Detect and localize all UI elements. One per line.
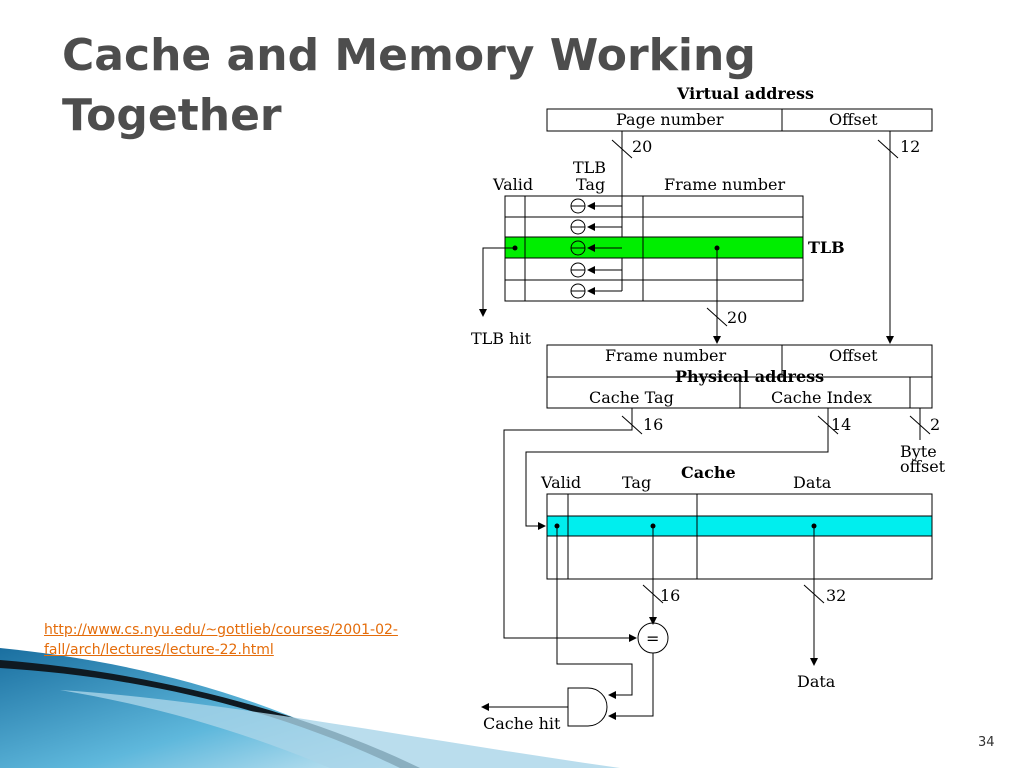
reference-link-line-2[interactable]: fall/arch/lectures/lecture-22.html (44, 642, 274, 658)
frame-bits-label: 20 (727, 308, 747, 327)
tlb-header-tlb: TLB (573, 158, 606, 177)
slide-number: 34 (978, 735, 995, 750)
cache-data-header: Data (793, 473, 832, 492)
title-line-2: Together (62, 90, 282, 141)
virtual-address-label: Virtual address (676, 84, 814, 103)
byte-bits-label: 2 (930, 415, 940, 434)
cache-tag-field: Cache Tag (589, 388, 674, 407)
tlb-header-frame: Frame number (664, 175, 786, 194)
offset-bits-label: 12 (900, 137, 920, 156)
reference-link-line-1[interactable]: http://www.cs.nyu.edu/~gottlieb/courses/… (44, 622, 398, 638)
cache-hit-label: Cache hit (483, 714, 561, 733)
compare-symbol: = (646, 629, 659, 648)
pa-frame-number: Frame number (605, 346, 727, 365)
tlb-header-valid: Valid (492, 175, 533, 194)
tlb-hit-row-highlight (505, 237, 803, 258)
tlb-header-tag: Tag (576, 175, 605, 194)
and-gate (567, 687, 608, 727)
cache-valid-header: Valid (540, 473, 581, 492)
cache-index-field: Cache Index (771, 388, 872, 407)
tlb-hit-label: TLB hit (471, 329, 532, 348)
page-bits-label: 20 (632, 137, 652, 156)
cache-tag-header: Tag (622, 473, 651, 492)
index-bits-label: 14 (831, 415, 851, 434)
data-out-label: Data (797, 672, 836, 691)
physical-address-label: Physical address (675, 367, 824, 386)
out-tag-bits-label: 16 (660, 586, 680, 605)
pa-offset: Offset (829, 346, 878, 365)
reference-link[interactable]: http://www.cs.nyu.edu/~gottlieb/courses/… (44, 620, 494, 660)
tag-bits-label: 16 (643, 415, 663, 434)
slide-title: Cache and Memory Working Together (62, 26, 756, 146)
cache-hit-row-highlight (547, 516, 932, 536)
tlb-comparators (570, 198, 622, 299)
cache-label: Cache (681, 463, 736, 482)
tlb-label: TLB (808, 238, 845, 257)
virtual-address-box (546, 108, 933, 132)
byte-offset-label-1: Byte (900, 442, 937, 461)
page-number-field: Page number (616, 110, 724, 129)
virtual-offset-field: Offset (829, 110, 878, 129)
byte-offset-label-2: offset (900, 457, 946, 476)
title-line-1: Cache and Memory Working (62, 30, 756, 81)
out-data-bits-label: 32 (826, 586, 846, 605)
